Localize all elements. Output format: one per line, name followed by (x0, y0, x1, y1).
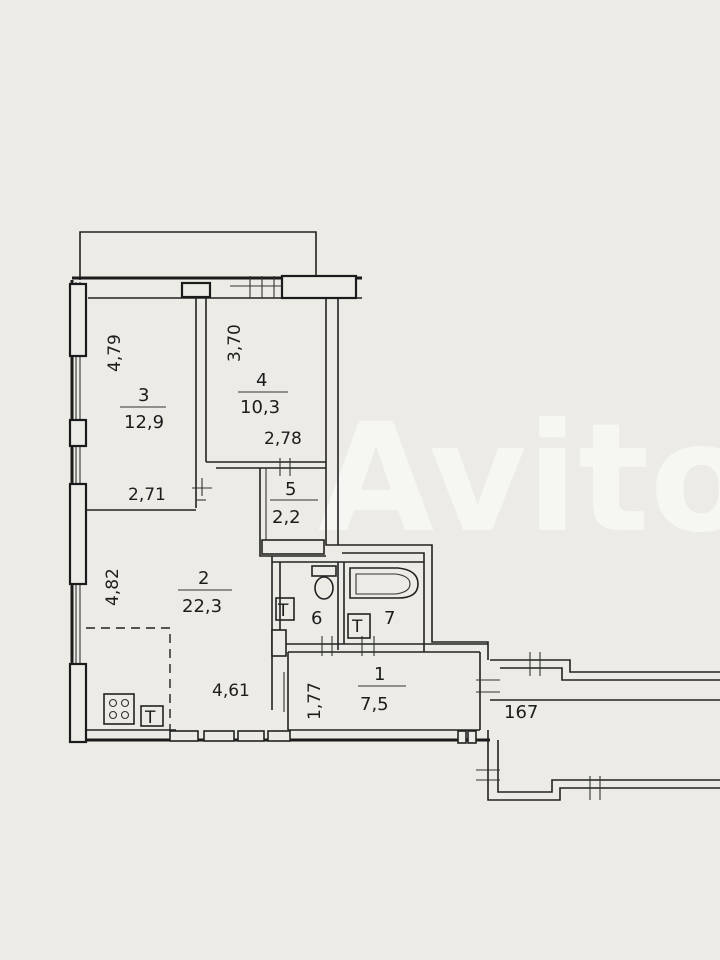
radiator (267, 730, 291, 742)
closet-shelf (261, 539, 325, 555)
kitchen-sink (140, 705, 164, 727)
balcony-door (180, 281, 212, 299)
window (68, 482, 88, 586)
toilet-tank (311, 565, 337, 577)
window (280, 274, 358, 300)
dim-4-82: 4,82 (103, 568, 123, 606)
watermark: Avito (318, 392, 720, 566)
bath-sink-symbol: T (351, 617, 363, 637)
room-5-area: 2,2 (272, 507, 301, 528)
room-labels: 3 12,9 4 10,3 5 2,2 2 22,3 6 7 1 7,5 167 (120, 370, 538, 723)
door-marks (192, 458, 500, 781)
dim-3-70: 3,70 (225, 324, 245, 362)
door-post (271, 629, 287, 657)
dim-4-79: 4,79 (105, 334, 125, 372)
windows (68, 274, 358, 744)
dimension-labels: 4,79 3,70 2,78 2,71 4,82 4,61 1,77 (103, 324, 325, 720)
room-5-number: 5 (285, 479, 296, 500)
sink-symbol: T (144, 708, 156, 728)
window (68, 282, 88, 358)
dim-1-77: 1,77 (305, 682, 325, 720)
dim-2-78: 2,78 (264, 429, 302, 449)
dim-2-71: 2,71 (128, 485, 166, 505)
vent (457, 730, 467, 744)
radiator (237, 730, 265, 742)
stove (103, 693, 135, 725)
dim-4-61: 4,61 (212, 681, 250, 701)
radiator (169, 730, 199, 742)
bathtub-icon (349, 567, 419, 599)
kitchen-zone: T (86, 627, 171, 730)
vent (467, 730, 477, 744)
room-3-number: 3 (138, 385, 149, 406)
room-4-area: 10,3 (240, 397, 280, 418)
room-2-number: 2 (198, 568, 209, 589)
apartment-number: 167 (504, 702, 538, 723)
radiator (203, 730, 235, 742)
balcony (79, 231, 317, 280)
common-corridor (487, 652, 720, 801)
room-2-area: 22,3 (182, 596, 222, 617)
window (68, 662, 88, 744)
window (68, 418, 88, 448)
room-6-number: 6 (311, 608, 322, 629)
room-1-number: 1 (374, 664, 385, 685)
interior-walls (86, 298, 488, 744)
room-7-number: 7 (384, 608, 395, 629)
wc-sink (275, 597, 295, 621)
toilet-icon (314, 576, 334, 600)
bathroom-fixtures: T T (275, 565, 419, 639)
bath-sink (347, 613, 371, 639)
wc-sink-symbol: T (277, 601, 289, 621)
room-4-number: 4 (256, 370, 267, 391)
room-1-area: 7,5 (360, 694, 389, 715)
room-3-area: 12,9 (124, 412, 164, 433)
